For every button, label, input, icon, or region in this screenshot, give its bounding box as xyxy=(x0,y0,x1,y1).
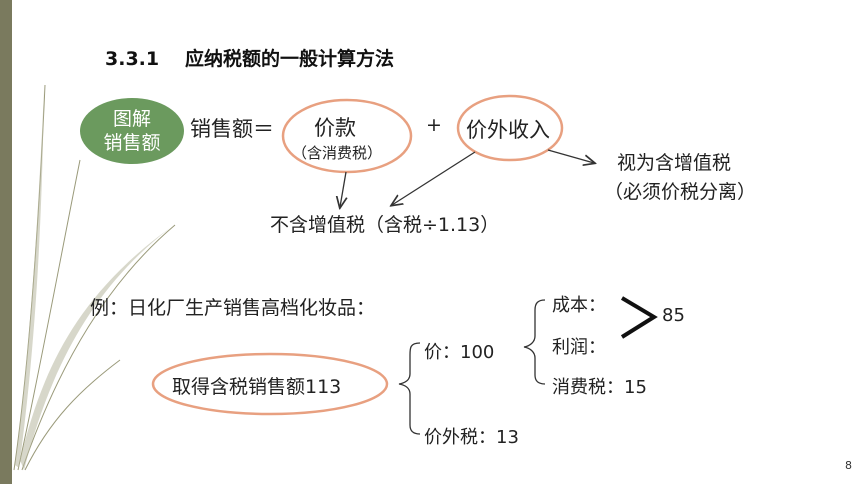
arrow-extra-to-result xyxy=(392,151,476,205)
extra-tax-value: 价外税：13 xyxy=(424,427,519,448)
oval-price xyxy=(281,98,413,174)
price-note: （含消费税） xyxy=(292,144,383,162)
slide-title: 3.3.1 应纳税额的一般计算方法 xyxy=(105,44,394,71)
arrow-extra-to-rule xyxy=(547,149,594,163)
consumption-tax-value: 消费税：15 xyxy=(552,377,647,398)
badge-line-1: 图解 xyxy=(112,108,151,130)
arrow-price-to-result xyxy=(340,171,346,207)
page-number: 8 xyxy=(845,459,852,472)
sales-formula-lhs: 销售额＝ xyxy=(190,117,274,141)
bracket-total xyxy=(398,342,421,435)
plus-sign: + xyxy=(426,114,442,136)
price-label: 价款 xyxy=(314,116,356,140)
section-number: 3.3.1 xyxy=(105,48,160,70)
oval-total-sales xyxy=(151,352,389,416)
badge-line-2: 销售额 xyxy=(103,132,161,154)
total-sales-label: 取得含税销售额113 xyxy=(172,376,342,398)
oval-extra-income xyxy=(456,94,564,162)
greater-than-sign xyxy=(620,296,658,339)
rule-line-1: 视为含增值税 xyxy=(617,152,732,174)
title-text: 应纳税额的一般计算方法 xyxy=(185,48,395,70)
profit-label: 利润： xyxy=(552,337,606,358)
decorative-feathers xyxy=(13,84,176,471)
bracket-price xyxy=(523,299,546,385)
price-value: 价：100 xyxy=(424,342,495,363)
rule-line-2: （必须价税分离） xyxy=(604,181,757,203)
extra-income-label: 价外收入 xyxy=(466,118,550,142)
example-heading: 例：日化厂生产销售高档化妆品： xyxy=(90,297,376,319)
badge-illustrated-sales: 图解 销售额 xyxy=(80,98,184,164)
slide-sidebar-bar xyxy=(0,0,12,484)
cost-label: 成本： xyxy=(552,295,606,316)
result-excluding-vat: 不含增值税（含税÷1.13） xyxy=(270,214,500,236)
cost-profit-sum: 85 xyxy=(662,305,685,326)
